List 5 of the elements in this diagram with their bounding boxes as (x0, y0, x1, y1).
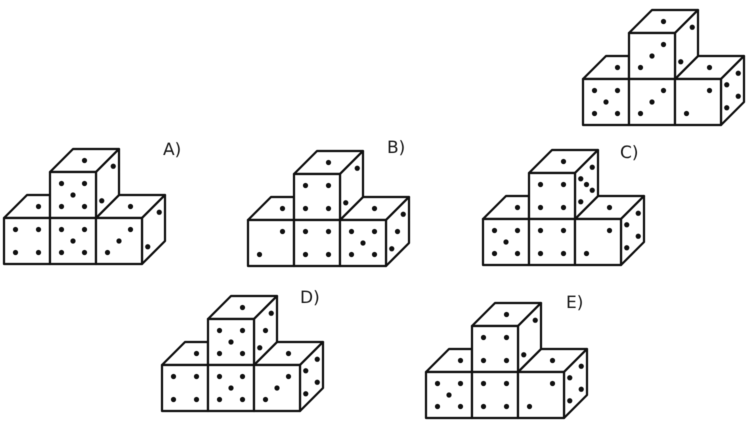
option-label: D) (300, 290, 320, 307)
option-label: B) (387, 140, 406, 157)
option-label: E) (566, 295, 584, 312)
option-label: A) (163, 142, 182, 159)
option-label: C) (620, 145, 639, 162)
